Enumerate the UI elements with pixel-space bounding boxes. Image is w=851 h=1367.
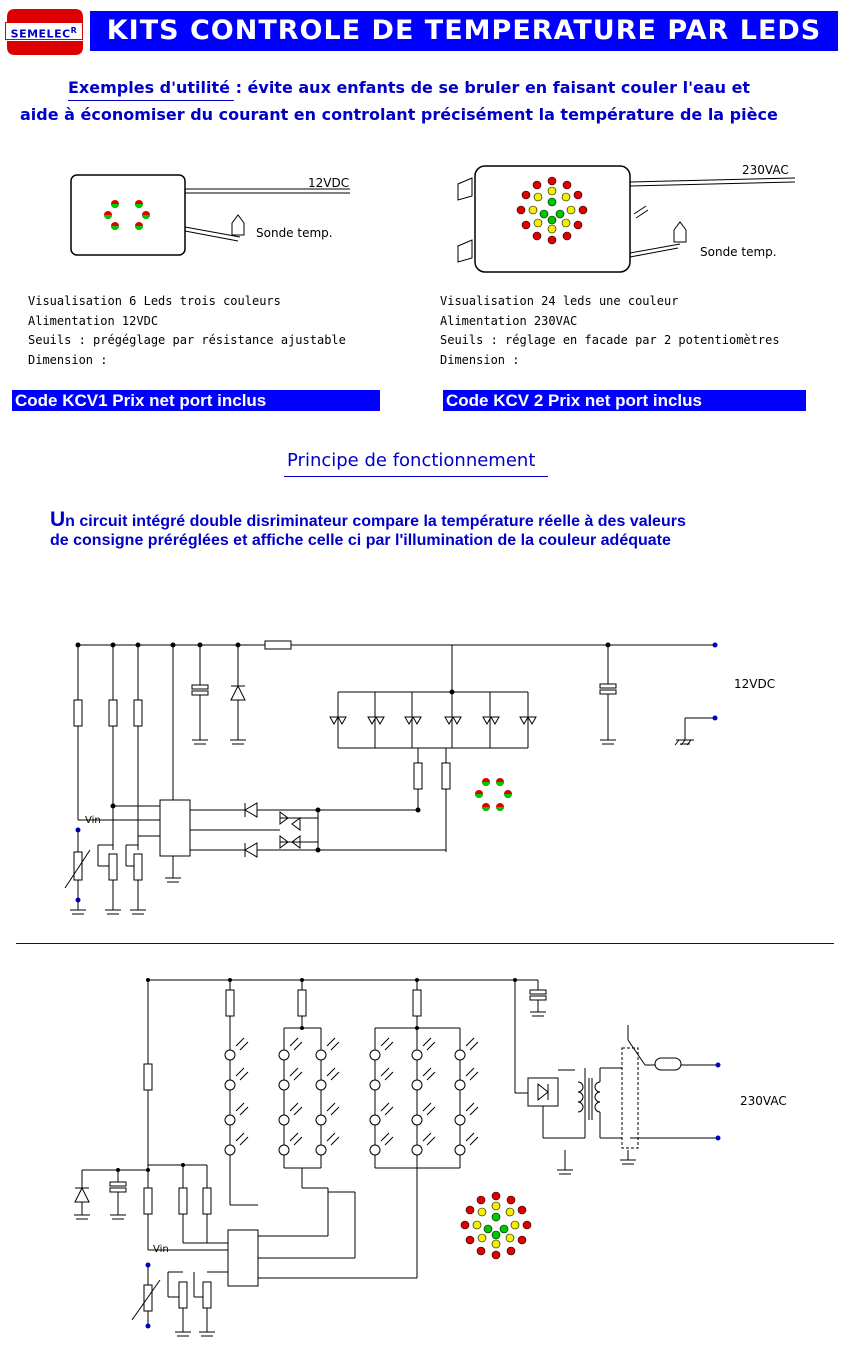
principle-underline: [284, 476, 548, 477]
kit2-spec-seuils: Seuils : réglage en facade par 2 potenti…: [440, 333, 780, 347]
schematic1-vin-label: Vin: [85, 815, 101, 826]
kit2-spec-visualisation: Visualisation 24 leds une couleur: [440, 294, 679, 308]
transformer-primary: [577, 1081, 584, 1113]
kit1-probe-label: Sonde temp.: [256, 226, 333, 240]
intro-lead: Exemples d'utilité: [68, 78, 230, 97]
kit1-spec-alimentation: Alimentation 12VDC: [28, 313, 159, 328]
kit1-code-bar: Code KCV1 Prix net port inclus: [12, 390, 380, 411]
section-divider: [16, 943, 834, 944]
schematic1-supply-label: 12VDC: [734, 677, 775, 691]
kit1-probe-icon: [231, 214, 245, 236]
intro-line-1-rest: : évite aux enfants de se bruler en fais…: [230, 78, 751, 97]
registered-mark: R: [70, 26, 78, 35]
page-title: KITS CONTROLE DE TEMPERATURE PAR LEDS: [90, 11, 838, 51]
temperature-probe: [73, 851, 83, 881]
kit2-supply-label: 230VAC: [742, 163, 789, 177]
logo-shape: [7, 9, 83, 55]
kit1-drawing: 12VDC Sonde temp.: [70, 174, 350, 256]
kit2-spec-dimension: Dimension :: [440, 352, 520, 367]
led-matrix: [224, 1049, 466, 1156]
kit2-specs: Visualisation 24 leds une couleur Alimen…: [440, 292, 780, 370]
led-pairs: [329, 692, 537, 748]
principle-line-1: Un circuit intégré double disriminateur …: [50, 508, 686, 532]
brand-name: SEMELEC: [10, 27, 71, 41]
kit1-spec-dimension: Dimension :: [28, 352, 108, 367]
kit1-spec-visualisation: Visualisation 6 Leds trois couleurs: [28, 294, 281, 308]
semelec-logo: [5, 5, 85, 57]
intro-line-1: Exemples d'utilité : évite aux enfants d…: [68, 78, 750, 97]
principle-line-2: de consigne préréglées et affiche celle …: [50, 532, 671, 549]
schematic2-led-ring: [460, 1191, 532, 1260]
kit2-code-bar: Code KCV 2 Prix net port inclus: [443, 390, 806, 411]
kit2-drawing: 230VAC Sonde temp.: [457, 163, 796, 273]
intro-line-2: aide à économiser du courant en controla…: [20, 105, 778, 124]
kit2-spec-alimentation: Alimentation 230VAC: [440, 313, 578, 328]
schematic2-vin-label: Vin: [153, 1244, 169, 1255]
logo-brand: SEMELECR: [5, 22, 83, 41]
kit2-probe-icon: [673, 221, 687, 243]
schematic1-led-cluster: [475, 778, 512, 811]
kit1-box: [70, 174, 186, 256]
principle-line-1-rest: n circuit intégré double disriminateur c…: [65, 513, 686, 530]
fuse-icon: [654, 1057, 682, 1071]
schematic-230vac: 230VAC Vin: [74, 978, 787, 1337]
kit1-specs: Visualisation 6 Leds trois couleurs Alim…: [28, 292, 346, 370]
schematic2-supply-label: 230VAC: [740, 1094, 787, 1108]
kit1-supply-label: 12VDC: [308, 176, 349, 190]
intro-underline: [68, 100, 234, 101]
kit1-spec-seuils: Seuils : prégéglage par résistance ajust…: [28, 333, 346, 347]
comparator-ic: [159, 799, 191, 857]
principle-initial: U: [50, 508, 66, 531]
comparator-ic-2: [227, 1229, 259, 1287]
schematic-12vdc: 12VDC Vin: [64, 640, 775, 915]
kit2-probe-label: Sonde temp.: [700, 245, 777, 259]
kit2-led-ring: [516, 176, 588, 245]
principle-heading: Principe de fonctionnement: [287, 450, 536, 471]
kit1-led-cluster: [104, 200, 150, 230]
series-resistor: [264, 640, 292, 650]
